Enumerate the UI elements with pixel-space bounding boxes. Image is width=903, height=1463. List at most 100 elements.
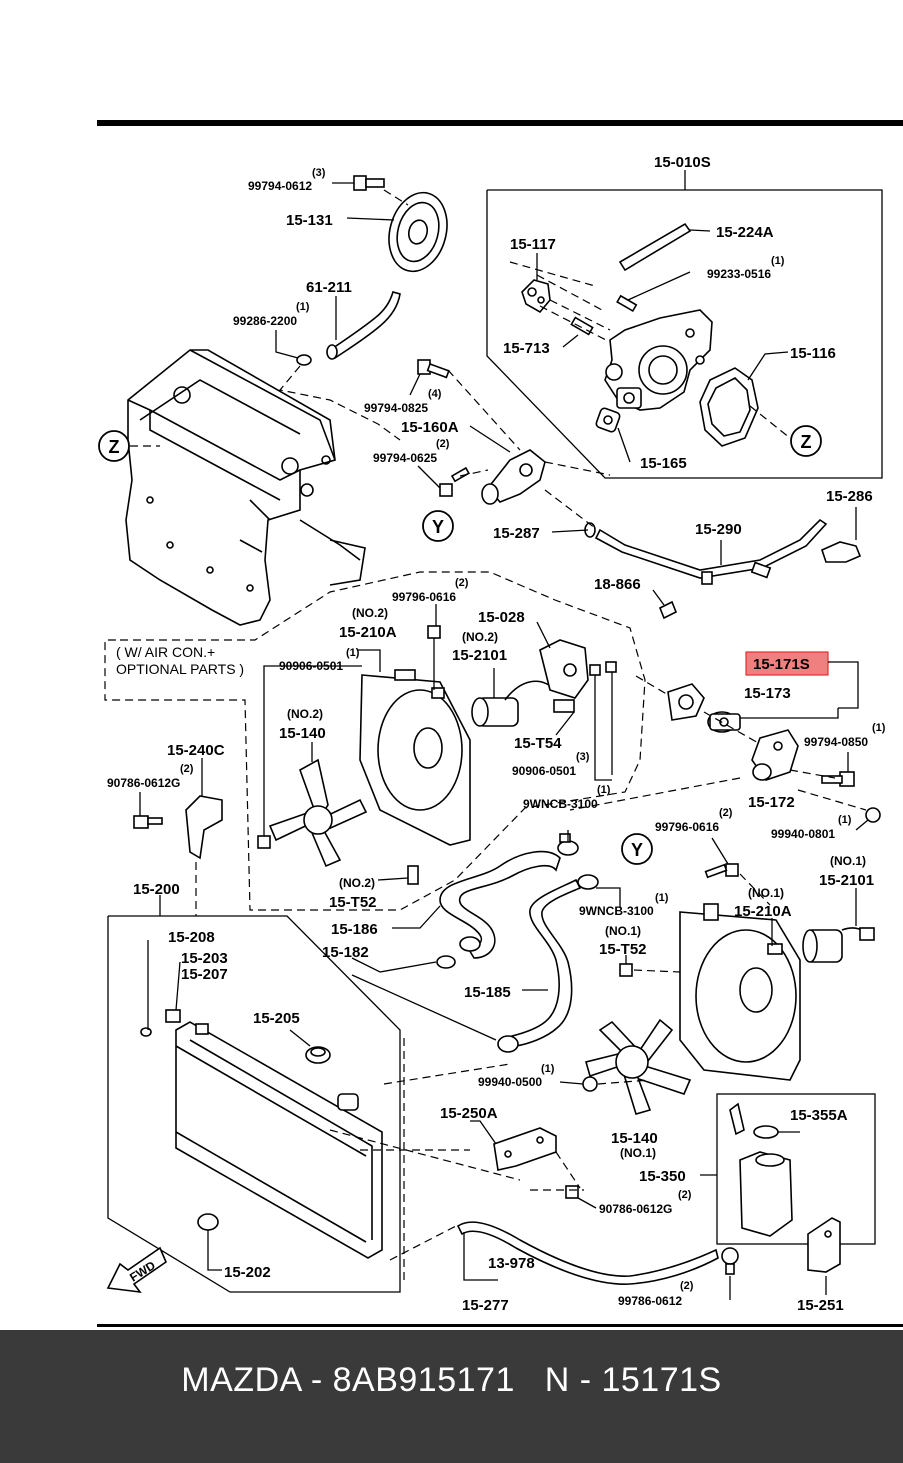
label-15-186: 15-186	[331, 921, 378, 938]
resistor-028	[539, 639, 589, 713]
bracket-251	[807, 1217, 841, 1273]
label-15-224a: 15-224A	[716, 224, 774, 241]
label-99794-0850: 99794-0850	[804, 735, 868, 749]
qty-99794-0825: (4)	[428, 388, 442, 400]
bolt-99794-0850	[821, 771, 855, 787]
label-15-287: 15-287	[493, 525, 540, 542]
optional-note-line1: ( W/ AIR CON.+	[116, 644, 215, 660]
qty-9wncb-3100a: (1)	[597, 784, 611, 796]
label-15-210a-b: 15-210A	[734, 903, 792, 920]
thermostat-housing-160a	[481, 449, 546, 505]
housing-172	[751, 729, 799, 781]
reservoir-group-box	[716, 1093, 876, 1245]
highlight-box-15-171s	[745, 651, 829, 676]
label-99940-0500: 99940-0500	[478, 1075, 542, 1089]
label-15-203: 15-203	[181, 950, 228, 967]
engine-block	[125, 349, 366, 626]
pipe-290	[584, 518, 828, 585]
marker-z-right	[790, 425, 822, 457]
label-90906-0501b: 90906-0501	[512, 764, 576, 778]
fan-motor-no2	[471, 680, 556, 727]
qty-99940-0500: (1)	[541, 1063, 555, 1075]
fan-no1-140	[585, 1018, 692, 1115]
gasket-strip-224a	[618, 222, 711, 272]
water-pump	[604, 309, 713, 411]
no-label-140-b: (NO.1)	[620, 1146, 656, 1160]
drain-plug-207	[140, 1009, 181, 1037]
label-15-200: 15-200	[133, 881, 180, 898]
qty-90906-0501a: (1)	[346, 647, 360, 659]
clamp-99286-2200	[296, 354, 312, 366]
mount-202	[197, 1213, 219, 1231]
label-15-173: 15-173	[744, 685, 791, 702]
label-15-290: 15-290	[695, 521, 742, 538]
qty-90786-0612g-a: (2)	[180, 763, 194, 775]
parts-diagram: Z Z Y Y ( W/ AIR CON.+	[97, 120, 903, 1327]
footer-bar: MAZDA - 8AB915171 N - 15171S	[0, 1330, 903, 1463]
label-15-2101-b: 15-2101	[819, 872, 874, 889]
water-pump-box	[486, 189, 883, 479]
label-15-165: 15-165	[640, 455, 687, 472]
label-99794-0625: 99794-0625	[373, 451, 437, 465]
bolt-99794-0625	[439, 466, 470, 497]
qty-99286-2200: (1)	[296, 301, 310, 313]
label-15-131: 15-131	[286, 212, 333, 229]
marker-y-left-label: Y	[432, 517, 444, 537]
gasket-165	[595, 407, 631, 463]
no-label-210a-a: (NO.2)	[352, 606, 388, 620]
optional-parts-outline	[104, 571, 646, 911]
qty-99796-0616b: (2)	[719, 807, 733, 819]
qty-90906-0501b: (3)	[576, 751, 590, 763]
label-15-2101-a: 15-2101	[452, 647, 507, 664]
label-15-116: 15-116	[790, 345, 836, 362]
label-9wncb-3100b: 9WNCB-3100	[579, 904, 654, 918]
label-99794-0612: 99794-0612	[248, 179, 312, 193]
label-90786-0612g-a: 90786-0612G	[107, 776, 180, 790]
label-15-713: 15-713	[503, 340, 550, 357]
fwd-arrow: FWD	[106, 1246, 167, 1294]
bolt-99796-0616b	[704, 863, 739, 879]
qty-9wncb-3100b: (1)	[655, 892, 669, 904]
label-15-240c: 15-240C	[167, 742, 225, 759]
bracket-117	[521, 279, 551, 314]
hose-61-211	[326, 291, 401, 360]
marker-z-right-label: Z	[801, 432, 812, 452]
marker-y-right	[621, 833, 653, 865]
label-15-355a: 15-355A	[790, 1107, 848, 1124]
label-61-211: 61-211	[306, 279, 352, 296]
qty-90786-0612g-b: (2)	[678, 1189, 692, 1201]
sensor-286	[821, 541, 862, 563]
label-15-t54: 15-T54	[514, 735, 562, 752]
clamp-182	[436, 955, 456, 969]
clamp-99786-0612	[721, 1247, 739, 1275]
radiator-group-outline	[107, 915, 401, 1293]
label-99286-2200: 99286-2200	[233, 314, 297, 328]
label-99796-0616b: 99796-0616	[655, 820, 719, 834]
bracket-18-866	[658, 600, 678, 620]
no-label-2101-a: (NO.2)	[462, 630, 498, 644]
bolt-99794-0612	[353, 175, 385, 191]
label-15-286: 15-286	[826, 488, 873, 505]
radiator-200	[175, 1021, 383, 1259]
label-15-171s: 15-171S	[753, 656, 810, 673]
label-15-010s: 15-010S	[654, 154, 711, 171]
reservoir-350	[729, 1102, 793, 1237]
label-13-978: 13-978	[488, 1255, 535, 1272]
label-99794-0825: 99794-0825	[364, 401, 428, 415]
gasket-116	[699, 367, 759, 447]
label-15-185: 15-185	[464, 984, 511, 1001]
no-label-210a-b: (NO.1)	[748, 886, 784, 900]
no-label-t52-a: (NO.2)	[339, 876, 375, 890]
label-15-028: 15-028	[478, 609, 525, 626]
label-15-207: 15-207	[181, 966, 228, 983]
label-99940-0801: 99940-0801	[771, 827, 835, 841]
marker-y-right-label: Y	[631, 840, 643, 860]
marker-z-left-label: Z	[109, 437, 120, 457]
label-15-208: 15-208	[168, 929, 215, 946]
label-15-277: 15-277	[462, 1297, 509, 1314]
qty-99794-0850: (1)	[872, 722, 886, 734]
fan-motor-no1	[802, 927, 875, 963]
fan-no2-140	[268, 758, 368, 868]
marker-y-left	[422, 510, 454, 542]
label-99796-0616a: 99796-0616	[392, 590, 456, 604]
